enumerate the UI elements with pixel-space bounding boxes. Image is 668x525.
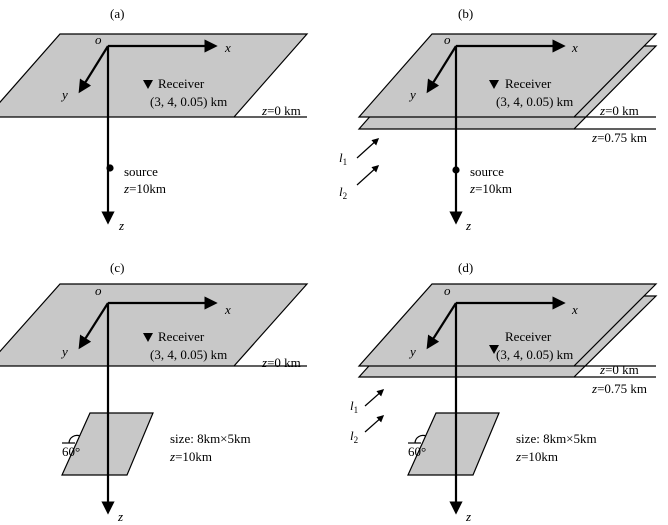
z-axis-label: z bbox=[465, 509, 471, 524]
z-axis-label: z bbox=[117, 509, 123, 524]
fault-size: size: 8km×5km bbox=[516, 431, 597, 446]
z-axis-label: z bbox=[465, 218, 471, 233]
fault-plane bbox=[407, 412, 500, 476]
source-point bbox=[106, 164, 114, 172]
panel-label: (d) bbox=[458, 260, 473, 275]
origin-label: o bbox=[95, 283, 102, 298]
panel-label: (b) bbox=[458, 6, 473, 21]
y-axis-label: y bbox=[60, 87, 68, 102]
receiver-title: Receiver bbox=[505, 329, 552, 344]
angle-arc bbox=[68, 434, 81, 444]
source-depth: z=10km bbox=[123, 181, 166, 196]
fault-size: size: 8km×5km bbox=[170, 431, 251, 446]
source-title: source bbox=[124, 164, 158, 179]
receiver-marker bbox=[143, 333, 153, 342]
surface-depth-label: z=0 km bbox=[599, 103, 639, 118]
x-axis-label: x bbox=[224, 40, 231, 55]
panel-b: (b) o x y z Receiver (3, 4, 0.05) km z=0… bbox=[339, 6, 658, 233]
z-axis-label: z bbox=[118, 218, 124, 233]
panel-d: (d) o x y z Receiver (3, 4, 0.05) km z=0… bbox=[350, 260, 658, 524]
receiver-marker bbox=[489, 345, 499, 354]
receiver-marker bbox=[489, 80, 499, 89]
y-axis-arrow bbox=[426, 45, 457, 94]
source-title: source bbox=[470, 164, 504, 179]
surface-depth-label: z=0 km bbox=[261, 103, 301, 118]
receiver-coords: (3, 4, 0.05) km bbox=[150, 347, 227, 362]
layer-depth-label: z=0.75 km bbox=[591, 381, 647, 396]
receiver-coords: (3, 4, 0.05) km bbox=[496, 94, 573, 109]
x-axis-label: x bbox=[224, 302, 231, 317]
y-axis-label: y bbox=[60, 344, 68, 359]
y-axis-arrow bbox=[426, 302, 457, 350]
panel-c: (c) o x y z Receiver (3, 4, 0.05) km z=0… bbox=[0, 260, 309, 524]
receiver-coords: (3, 4, 0.05) km bbox=[496, 347, 573, 362]
x-axis-label: x bbox=[571, 40, 578, 55]
source-depth: z=10km bbox=[469, 181, 512, 196]
dip-angle: 60° bbox=[408, 444, 426, 459]
surface-depth-label: z=0 km bbox=[261, 355, 301, 370]
surface-depth-label: z=0 km bbox=[599, 362, 639, 377]
receiver-title: Receiver bbox=[158, 76, 205, 91]
l1-arrow bbox=[364, 389, 385, 407]
panel-label: (c) bbox=[110, 260, 124, 275]
l2-label: l2 bbox=[339, 184, 347, 201]
fault-depth: z=10km bbox=[169, 449, 212, 464]
l2-arrow bbox=[364, 415, 385, 433]
origin-label: o bbox=[95, 32, 102, 47]
l1-label: l1 bbox=[339, 150, 347, 167]
receiver-title: Receiver bbox=[505, 76, 552, 91]
origin-label: o bbox=[444, 283, 451, 298]
layer-depth-label: z=0.75 km bbox=[591, 130, 647, 145]
panel-label: (a) bbox=[110, 6, 124, 21]
l1-label: l1 bbox=[350, 398, 358, 415]
origin-label: o bbox=[444, 32, 451, 47]
y-axis-label: y bbox=[408, 87, 416, 102]
x-axis-label: x bbox=[571, 302, 578, 317]
dip-angle: 60° bbox=[62, 444, 80, 459]
receiver-coords: (3, 4, 0.05) km bbox=[150, 94, 227, 109]
l1-arrow bbox=[356, 138, 380, 159]
l2-arrow bbox=[356, 165, 380, 186]
y-axis-arrow bbox=[78, 302, 109, 350]
y-axis-arrow bbox=[78, 45, 109, 94]
fault-depth: z=10km bbox=[515, 449, 558, 464]
y-axis-label: y bbox=[408, 344, 416, 359]
panel-a: (a) o x y z Receiver (3, 4, 0.05) km z=0… bbox=[0, 6, 309, 233]
receiver-marker bbox=[143, 80, 153, 89]
receiver-title: Receiver bbox=[158, 329, 205, 344]
angle-arc bbox=[414, 434, 427, 444]
l2-label: l2 bbox=[350, 428, 358, 445]
source-point bbox=[452, 166, 460, 174]
